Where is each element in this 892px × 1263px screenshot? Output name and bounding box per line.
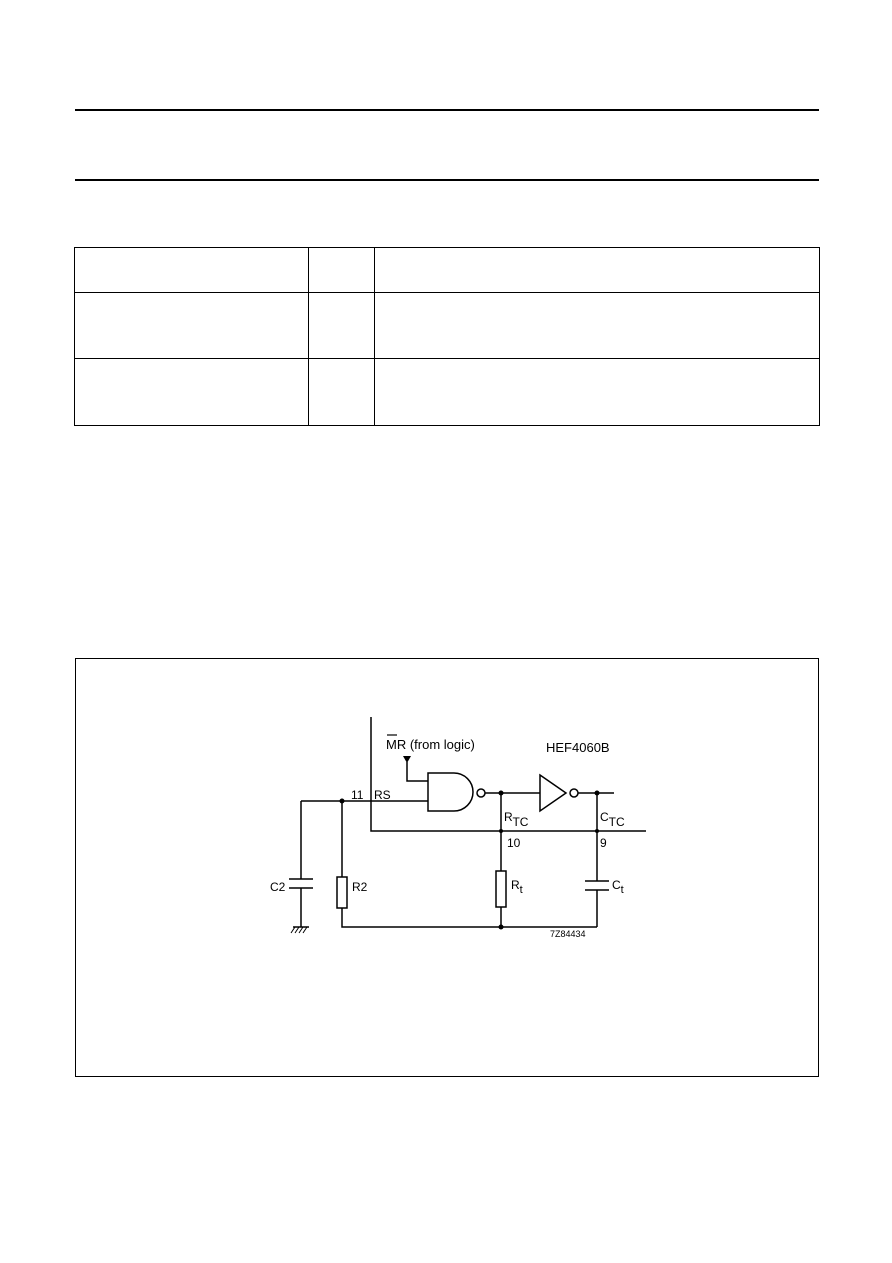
junction-dot bbox=[499, 829, 503, 833]
table-row bbox=[74, 358, 820, 426]
device-label: HEF4060B bbox=[546, 740, 610, 755]
table-cell bbox=[74, 247, 309, 293]
table-cell bbox=[374, 292, 820, 359]
table-cell bbox=[308, 247, 375, 293]
table-cell bbox=[74, 358, 309, 426]
rt-resistor bbox=[495, 870, 507, 908]
ic-boundary bbox=[370, 717, 646, 832]
inverter-gate bbox=[539, 773, 568, 813]
nand-gate bbox=[427, 772, 474, 812]
oscillator-circuit-diagram: MR (from logic) HEF4060B 11 RS RTC CTC 1… bbox=[270, 717, 646, 939]
table-row bbox=[74, 292, 820, 359]
rtc-label: RTC bbox=[504, 810, 529, 829]
table-cell bbox=[308, 358, 375, 426]
table-row bbox=[74, 247, 820, 293]
header-rule-top bbox=[75, 109, 819, 111]
table-cell bbox=[374, 358, 820, 426]
junction-dot bbox=[339, 798, 345, 804]
table-cell bbox=[374, 247, 820, 293]
pin-10-label: 10 bbox=[507, 836, 521, 850]
ct-label: Ct bbox=[612, 878, 624, 896]
r2-label: R2 bbox=[352, 880, 368, 894]
pin-11-label: 11 bbox=[351, 788, 364, 802]
ground-hatch bbox=[290, 926, 308, 934]
rt-label: Rt bbox=[511, 878, 523, 896]
table-cell bbox=[74, 292, 309, 359]
header-rule-bottom bbox=[75, 179, 819, 181]
r2-resistor bbox=[336, 876, 348, 909]
drawing-code: 7Z84434 bbox=[550, 929, 586, 939]
ctc-label: CTC bbox=[600, 810, 625, 829]
inverter-bubble bbox=[569, 788, 579, 798]
table-cell bbox=[308, 292, 375, 359]
common-bottom-wire bbox=[341, 908, 597, 928]
pin-rs-label: RS bbox=[374, 788, 391, 802]
mr-wire bbox=[406, 762, 428, 782]
mr-label: MR (from logic) bbox=[386, 737, 475, 752]
junction-dot bbox=[498, 924, 504, 930]
nand-bubble bbox=[476, 788, 486, 798]
junction-dot bbox=[498, 790, 504, 796]
spec-table bbox=[74, 247, 820, 426]
pin-9-label: 9 bbox=[600, 836, 607, 850]
c2-label: C2 bbox=[270, 880, 286, 894]
junction-dot bbox=[595, 829, 599, 833]
junction-dot bbox=[594, 790, 600, 796]
mr-arrow-icon bbox=[403, 756, 411, 763]
circuit-figure: MR (from logic) HEF4060B 11 RS RTC CTC 1… bbox=[75, 658, 819, 1077]
